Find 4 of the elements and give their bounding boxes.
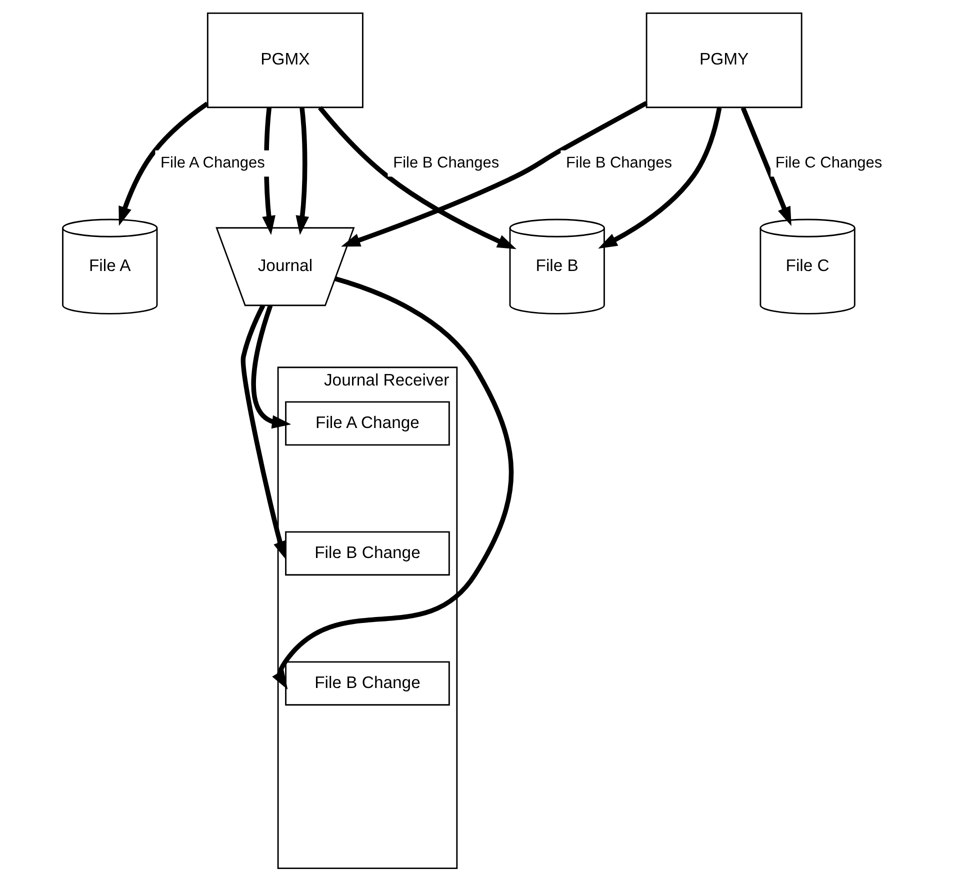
edge-label: File C Changes: [775, 154, 882, 172]
edge-label: File B Changes: [566, 154, 672, 172]
edge-label: File B Changes: [393, 154, 500, 172]
edge-label: File A Changes: [160, 154, 265, 172]
